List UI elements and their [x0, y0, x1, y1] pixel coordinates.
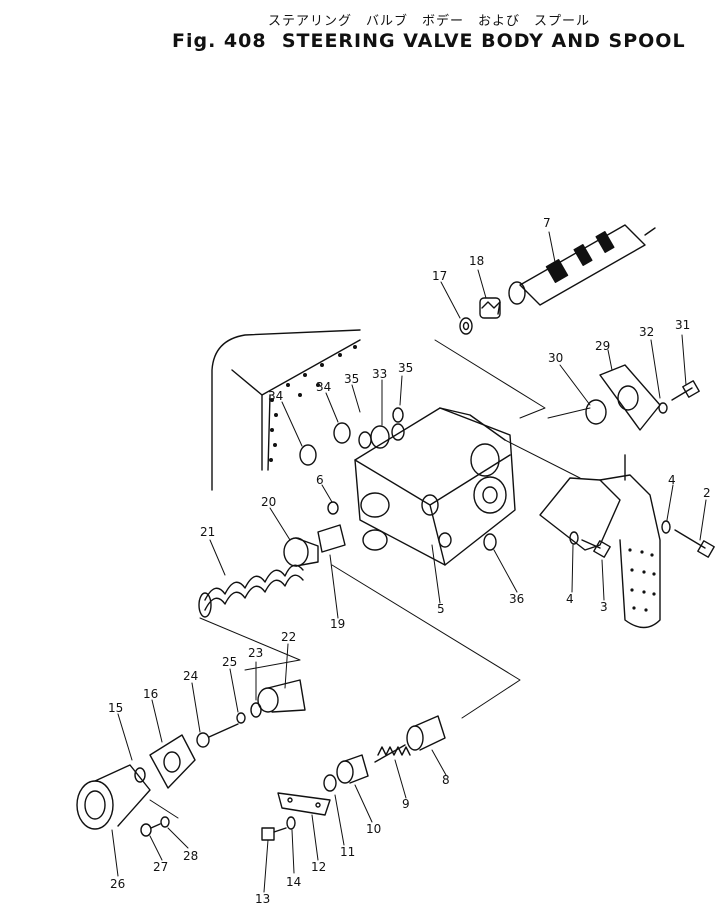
spring-cap — [283, 537, 319, 567]
callout-22: 22 — [281, 630, 296, 644]
callout-36: 36 — [509, 592, 524, 606]
callout-14: 14 — [286, 875, 301, 889]
callout-29: 29 — [595, 339, 610, 353]
bolt-cover — [196, 723, 239, 748]
callout-9: 9 — [402, 797, 410, 811]
callout-34: 34 — [268, 389, 283, 403]
callout-19: 19 — [330, 617, 345, 631]
bolt-long — [661, 520, 715, 558]
stopper-plate — [277, 792, 331, 816]
callout-7: 7 — [543, 216, 551, 230]
callout-3: 3 — [600, 600, 608, 614]
callout-30: 30 — [548, 351, 563, 365]
callout-15: 15 — [108, 701, 123, 715]
callout-4: 4 — [566, 592, 574, 606]
figure-title: Fig. 408 STEERING VALVE BODY AND SPOOL — [172, 30, 686, 52]
callout-24: 24 — [183, 669, 198, 683]
callout-25: 25 — [222, 655, 237, 669]
callout-23: 23 — [248, 646, 263, 660]
callout-18: 18 — [469, 254, 484, 268]
tank-frame-outline — [211, 329, 361, 491]
cylinder-sleeve — [257, 679, 306, 713]
callout-11: 11 — [340, 845, 355, 859]
valve-body — [354, 407, 516, 566]
elbow-strainer — [539, 454, 661, 629]
washer-plate — [286, 816, 296, 830]
callout-5: 5 — [437, 602, 445, 616]
end-cover — [76, 764, 151, 830]
washer-small — [236, 712, 246, 724]
washer-cover — [160, 816, 170, 828]
spool-spring — [479, 297, 501, 319]
bolt-short — [569, 531, 611, 558]
callout-6: 6 — [316, 473, 324, 487]
leader-lines — [111, 231, 707, 893]
plug — [327, 501, 339, 515]
piston — [336, 754, 369, 784]
callout-20: 20 — [261, 495, 276, 509]
callout-21: 21 — [200, 525, 215, 539]
callout-2: 2 — [703, 486, 711, 500]
part-callouts: 7 18 17 31 32 29 30 35 33 34 35 34 6 20 … — [108, 216, 711, 906]
bolt-cover-small — [140, 823, 161, 837]
callout-13: 13 — [255, 892, 270, 906]
callout-17: 17 — [432, 269, 447, 283]
callout-16: 16 — [143, 687, 158, 701]
assembly-lines — [149, 339, 591, 819]
spool — [508, 224, 656, 306]
o-ring-piston — [323, 774, 337, 792]
figure-title-japanese: ステアリング バルブ ボデー および スプール — [268, 14, 591, 29]
callout-35: 35 — [344, 372, 359, 386]
callout-32: 32 — [639, 325, 654, 339]
small-spring — [374, 744, 411, 763]
callout-12: 12 — [311, 860, 326, 874]
retaining-ring — [459, 317, 473, 335]
flange-plate — [599, 364, 700, 431]
callout-10: 10 — [366, 822, 381, 836]
gasket — [149, 734, 196, 789]
o-rings — [299, 399, 607, 551]
callout-35: 35 — [398, 361, 413, 375]
callout-28: 28 — [183, 849, 198, 863]
pin — [317, 524, 346, 553]
callout-31: 31 — [675, 318, 690, 332]
callout-33: 33 — [372, 367, 387, 381]
bolt-plate — [261, 827, 287, 841]
callout-26: 26 — [110, 877, 125, 891]
o-ring-small — [250, 702, 262, 718]
main-spring — [198, 564, 304, 618]
callout-27: 27 — [153, 860, 168, 874]
callout-8: 8 — [442, 773, 450, 787]
callout-34: 34 — [316, 380, 331, 394]
callout-4: 4 — [668, 473, 676, 487]
plunger — [406, 715, 446, 751]
